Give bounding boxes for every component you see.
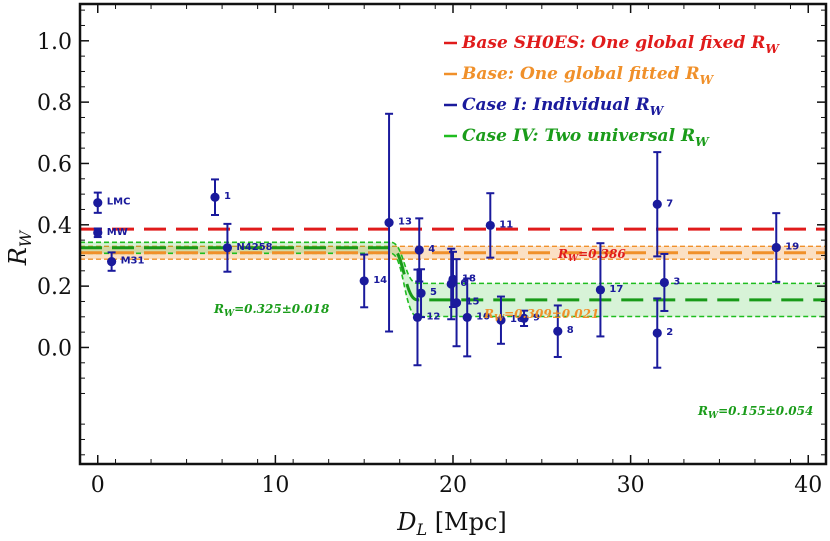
- point-15: [451, 298, 462, 308]
- x-tick-label-0: 0: [91, 473, 105, 498]
- x-tick-label-10: 10: [261, 473, 289, 498]
- point-label-14: 14: [373, 275, 387, 286]
- axis-ticks: 0 10 20 30 40 0.0 0.2 0.4 0.6 0.8 1.0: [37, 4, 827, 498]
- x-tick-label-40: 40: [794, 473, 822, 498]
- y-tick-label-0.4: 0.4: [37, 214, 72, 239]
- point-7: [652, 199, 662, 209]
- y-tick-label-0.2: 0.2: [37, 275, 72, 300]
- point-MW: [93, 228, 103, 238]
- point-label-19: 19: [785, 241, 799, 252]
- x-axis-label: DL [Mpc]: [396, 508, 507, 539]
- point-2: [652, 328, 662, 338]
- point-label-4: 4: [428, 244, 435, 255]
- point-label-11: 11: [499, 219, 513, 230]
- point-N4258: [222, 243, 233, 253]
- point-label-13: 13: [398, 217, 412, 228]
- point-M31: [107, 257, 117, 267]
- point-label-M31: M31: [121, 256, 145, 267]
- point-5: [416, 288, 426, 298]
- point-label-6: 6: [460, 278, 467, 289]
- point-label-MW: MW: [107, 227, 128, 238]
- point-3: [659, 277, 669, 288]
- point-10: [462, 312, 472, 323]
- point-label-5: 5: [430, 287, 437, 298]
- point-label-7: 7: [666, 198, 673, 209]
- y-tick-label-0.6: 0.6: [37, 152, 72, 177]
- point-label-17: 17: [609, 284, 623, 295]
- legend-entry-base_fixed: Base SH0ES: One global fixed RW: [461, 33, 780, 56]
- point-4: [414, 245, 424, 255]
- annotation-base_fitted: RW=0.309±0.021: [483, 307, 599, 324]
- point-11: [485, 220, 495, 231]
- point-18: [448, 274, 458, 284]
- y-tick-label-0: 0.0: [37, 336, 72, 361]
- annotation-case_iv_low: RW=0.325±0.018: [213, 302, 330, 319]
- y-tick-label-1: 1.0: [37, 30, 72, 55]
- x-tick-label-30: 30: [617, 473, 645, 498]
- point-1: [210, 192, 220, 202]
- point-label-3: 3: [673, 276, 680, 287]
- case-iv-band: [80, 242, 826, 317]
- point-label-1: 1: [224, 191, 231, 202]
- point-8: [553, 326, 563, 336]
- point-label-LMC: LMC: [107, 197, 131, 208]
- point-17: [595, 285, 606, 295]
- legend-entry-case_i: Case I: Individual RW: [462, 95, 665, 118]
- point-16: [496, 315, 506, 325]
- point-9: [519, 313, 529, 323]
- point-14: [359, 276, 369, 286]
- point-label-15: 15: [466, 297, 480, 308]
- legend-entry-case_iv: Case IV: Two universal RW: [462, 126, 710, 149]
- point-label-9: 9: [533, 312, 540, 323]
- point-13: [384, 218, 394, 228]
- axis-labels: DL [Mpc] RW: [4, 229, 507, 539]
- point-label-12: 12: [426, 311, 440, 322]
- point-label-18: 18: [462, 273, 476, 284]
- point-label-16: 16: [510, 314, 524, 325]
- x-tick-label-20: 20: [439, 473, 467, 498]
- point-19: [771, 242, 781, 253]
- point-label-8: 8: [567, 325, 574, 336]
- legend: Base SH0ES: One global fixed RW Base: One…: [444, 33, 780, 149]
- data-points: [93, 112, 781, 369]
- point-label-N4258: N4258: [236, 242, 272, 253]
- y-axis-label: RW: [4, 229, 35, 266]
- legend-entry-base_fitted: Base: One global fitted RW: [461, 64, 715, 87]
- point-label-10: 10: [476, 311, 490, 322]
- point-label-2: 2: [666, 327, 673, 338]
- annotation-base_fixed: RW=0.386: [557, 247, 626, 264]
- point-LMC: [93, 198, 103, 208]
- y-tick-label-0.8: 0.8: [37, 91, 72, 116]
- annotation-case_iv_high: RW=0.155±0.054: [697, 404, 813, 421]
